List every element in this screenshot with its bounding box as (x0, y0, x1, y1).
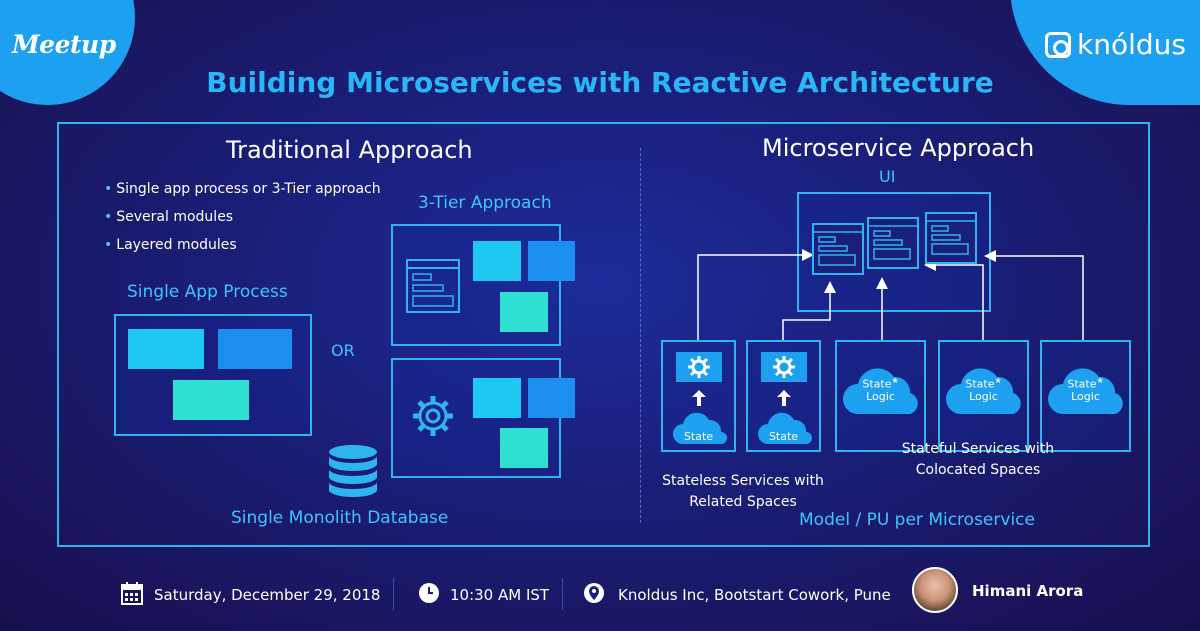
gear-icon (688, 356, 710, 378)
star-mark: ★ (891, 376, 899, 385)
stateless-caption: Stateless Services with Related Spaces (645, 471, 841, 513)
module-block (528, 241, 575, 281)
database-icon (329, 445, 377, 497)
bullet-text: Several modules (116, 209, 234, 225)
cloud-label-state: State★ (837, 376, 924, 391)
bullet-text: Single app process or 3-Tier approach (116, 181, 381, 197)
page-title: Building Microservices with Reactive Arc… (206, 66, 994, 99)
traditional-bullet-1: •Single app process or 3-Tier approach (104, 181, 381, 197)
speaker-name: Himani Arora (972, 582, 1084, 600)
gear-icon (413, 396, 453, 436)
single-app-label: Single App Process (127, 282, 288, 302)
knoldus-logo: knóldus (1045, 28, 1186, 61)
cloud-icon (843, 368, 918, 414)
event-time: 10:30 AM IST (450, 586, 550, 604)
module-block (173, 380, 249, 420)
cloud-label-logic: Logic (1071, 390, 1100, 403)
three-tier-box-gear (391, 358, 575, 478)
stateful-service-3: State★ Logic (1040, 340, 1131, 452)
state-text: State (862, 377, 892, 391)
stateful-service-1: State★ Logic (835, 340, 926, 452)
cloud-icon (758, 412, 812, 444)
three-tier-box-window (391, 224, 575, 346)
or-label: OR (331, 341, 355, 360)
speaker-avatar (912, 567, 958, 613)
gear-icon (773, 356, 795, 378)
cloud-label-logic: Logic (866, 390, 895, 403)
ui-window-icons (812, 212, 977, 275)
module-block (473, 378, 521, 418)
state-text: State (965, 377, 995, 391)
star-mark: ★ (1096, 376, 1104, 385)
module-block (500, 428, 548, 468)
cloud-icon (673, 412, 727, 444)
clock-icon (419, 583, 439, 603)
caption-line: Stateful Services with (901, 441, 1055, 457)
cloud-icon (1048, 368, 1123, 414)
stateless-service-1: State (661, 340, 736, 452)
event-location: Knoldus Inc, Bootstart Cowork, Pune (618, 586, 891, 604)
single-app-process-box (114, 314, 312, 436)
cloud-label-logic: Logic (969, 390, 998, 403)
window-icon (406, 259, 460, 313)
bullet-text: Layered modules (116, 237, 237, 253)
star-mark: ★ (994, 376, 1002, 385)
stateless-service-2: State (746, 340, 821, 452)
module-block (500, 292, 548, 332)
knoldus-wordmark: knóldus (1077, 28, 1186, 61)
cloud-label: State (768, 430, 799, 443)
ui-label: UI (879, 167, 896, 186)
cloud-label: State (683, 430, 714, 443)
arrow-up-icon (777, 390, 791, 406)
module-block (128, 329, 204, 369)
module-block (528, 378, 575, 418)
model-per-microservice-label: Model / PU per Microservice (799, 510, 1035, 530)
microservice-heading: Microservice Approach (762, 134, 1035, 162)
cloud-icon (946, 368, 1021, 414)
caption-line: Stateless Services with (662, 473, 824, 489)
traditional-heading: Traditional Approach (226, 136, 473, 164)
module-block (473, 241, 521, 281)
arrow-up-icon (692, 390, 706, 406)
diagram-frame (57, 122, 1150, 547)
three-tier-label: 3-Tier Approach (418, 193, 552, 213)
module-block (218, 329, 292, 369)
cloud-label-state: State★ (1042, 376, 1129, 391)
event-date: Saturday, December 29, 2018 (154, 586, 381, 604)
traditional-bullet-3: •Layered modules (104, 237, 237, 253)
location-pin-icon (584, 583, 604, 603)
traditional-bullet-2: •Several modules (104, 209, 234, 225)
caption-line: Colocated Spaces (915, 462, 1041, 478)
stateful-caption: Stateful Services with Colocated Spaces (880, 439, 1076, 481)
meetup-logo: Meetup (12, 30, 116, 59)
footer-divider (562, 578, 563, 610)
caption-line: Related Spaces (689, 494, 797, 510)
cloud-label-state: State★ (940, 376, 1027, 391)
knoldus-mark-icon (1045, 31, 1072, 58)
footer-divider (393, 578, 394, 610)
section-divider (640, 148, 641, 523)
state-text: State (1067, 377, 1097, 391)
database-label: Single Monolith Database (231, 508, 449, 528)
calendar-icon (121, 582, 143, 605)
stateful-service-2: State★ Logic (938, 340, 1029, 452)
